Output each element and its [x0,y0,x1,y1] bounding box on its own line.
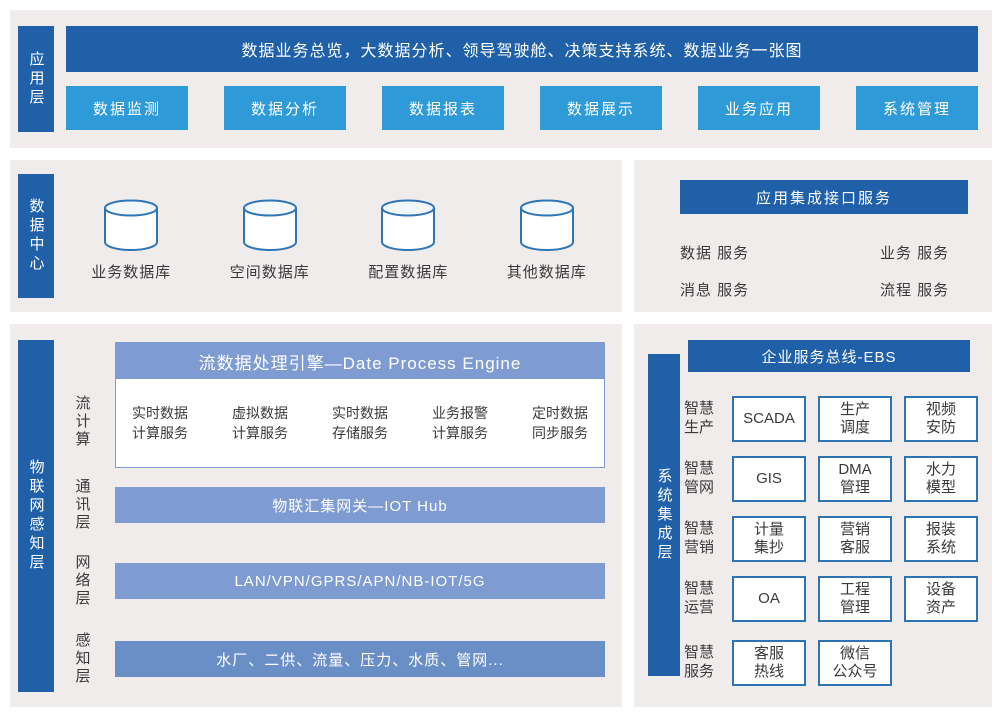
database-icon [104,199,159,251]
application-banner: 数据业务总览，大数据分析、领导驾驶舱、决策支持系统、数据业务一张图 [66,26,978,72]
stream-service-realtime-storage: 实时数据 存储服务 [332,404,388,441]
db-item-spatial: 空间数据库 [201,198,340,282]
ebs-box-scada: SCADA [732,396,806,442]
stream-service-realtime-compute: 实时数据 计算服务 [132,404,188,441]
stream-engine-services: 实时数据 计算服务 虚拟数据 计算服务 实时数据 存储服务 业务报警 计算服务 … [116,379,604,467]
iot-layer-sidebar: 物联网感知层 [18,340,54,692]
ebs-row-service: 智慧 服务 客服 热线 微信 公众号 [684,639,978,687]
integration-header: 应用集成接口服务 [680,180,968,214]
ebs-box-marketing-service: 营销 客服 [818,516,892,562]
ebs-row-label: 智慧 生产 [684,400,715,436]
ebs-box-video-security: 视频 安防 [904,396,978,442]
application-layer-sidebar: 应用层 [18,26,54,132]
ebs-box-gis: GIS [732,456,806,502]
db-label: 配置数据库 [368,264,449,281]
iot-hub-bar: 物联汇集网关—IOT Hub [115,487,605,523]
application-button-row: 数据监测 数据分析 数据报表 数据展示 业务应用 系统管理 [66,86,978,130]
ebs-box-metering: 计量 集抄 [732,516,806,562]
db-item-other: 其他数据库 [478,198,617,282]
app-button-data-monitor[interactable]: 数据监测 [66,86,188,130]
sublayer-comm-label: 通讯层 [73,478,91,532]
stream-service-virtual-compute: 虚拟数据 计算服务 [232,404,288,441]
database-row: 业务数据库 空间数据库 配置数据库 [62,198,616,282]
service-business: 业务 服务 [880,245,950,262]
ebs-row-label: 智慧 管网 [684,460,715,496]
data-center-sidebar: 数据中心 [18,174,54,298]
iot-layer-panel: 物联网感知层 流计算 通讯层 网络层 感知层 流数据处理引擎—Date Proc… [10,324,622,707]
stream-engine-box: 流数据处理引擎—Date Process Engine 实时数据 计算服务 虚拟… [115,342,605,468]
application-layer-label: 应用层 [27,50,45,108]
app-button-data-report[interactable]: 数据报表 [382,86,504,130]
sublayer-network-label: 网络层 [73,554,91,608]
network-bar: LAN/VPN/GPRS/APN/NB-IOT/5G [115,563,605,599]
db-item-config: 配置数据库 [339,198,478,282]
ebs-row-marketing: 智慧 营销 计量 集抄 营销 客服 报装 系统 [684,515,978,563]
ebs-header: 企业服务总线-EBS [688,340,970,372]
app-button-business-app[interactable]: 业务应用 [698,86,820,130]
stream-service-scheduled-sync: 定时数据 同步服务 [532,404,588,441]
stream-service-alarm-compute: 业务报警 计算服务 [432,404,488,441]
db-label: 业务数据库 [91,264,172,281]
app-button-data-display[interactable]: 数据展示 [540,86,662,130]
app-button-system-mgmt[interactable]: 系统管理 [856,86,978,130]
application-layer-panel: 应用层 数据业务总览，大数据分析、领导驾驶舱、决策支持系统、数据业务一张图 数据… [10,10,992,148]
system-integration-panel: 系统集成层 企业服务总线-EBS 智慧 生产 SCADA 生产 调度 视频 安防… [634,324,992,707]
ebs-box-production-dispatch: 生产 调度 [818,396,892,442]
database-icon [242,199,297,251]
sublayer-sense-label: 感知层 [73,632,91,686]
stream-engine-header: 流数据处理引擎—Date Process Engine [116,343,604,379]
ebs-row-label: 智慧 运营 [684,580,715,616]
ebs-box-asset: 设备 资产 [904,576,978,622]
ebs-box-installation: 报装 系统 [904,516,978,562]
ebs-row-pipeline: 智慧 管网 GIS DMA 管理 水力 模型 [684,455,978,503]
ebs-row-operation: 智慧 运营 OA 工程 管理 设备 资产 [684,575,978,623]
ebs-box-hydraulic-model: 水力 模型 [904,456,978,502]
system-integration-sidebar: 系统集成层 [648,354,680,676]
ebs-box-oa: OA [732,576,806,622]
service-process: 流程 服务 [880,282,950,299]
perception-bar: 水厂、二供、流量、压力、水质、管网... [115,641,605,677]
ebs-row-production: 智慧 生产 SCADA 生产 调度 视频 安防 [684,395,978,443]
app-button-data-analysis[interactable]: 数据分析 [224,86,346,130]
service-message: 消息 服务 [680,282,750,299]
database-icon [381,199,436,251]
ebs-box-project-mgmt: 工程 管理 [818,576,892,622]
service-data: 数据 服务 [680,245,750,262]
ebs-box-dma: DMA 管理 [818,456,892,502]
integration-service-panel: 应用集成接口服务 数据 服务 业务 服务 消息 服务 流程 服务 [634,160,992,312]
db-label: 空间数据库 [229,264,310,281]
iot-layer-label: 物联网感知层 [27,459,45,573]
data-center-panel: 数据中心 业务数据库 空间数据库 [10,160,622,312]
ebs-box-hotline: 客服 热线 [732,640,806,686]
db-label: 其他数据库 [506,264,587,281]
database-icon [519,199,574,251]
ebs-box-wechat: 微信 公众号 [818,640,892,686]
sublayer-stream-label: 流计算 [73,395,91,449]
db-item-business: 业务数据库 [62,198,201,282]
data-center-label: 数据中心 [27,198,45,274]
ebs-row-label: 智慧 服务 [684,644,715,680]
ebs-row-label: 智慧 营销 [684,520,715,556]
system-integration-label: 系统集成层 [655,467,673,563]
